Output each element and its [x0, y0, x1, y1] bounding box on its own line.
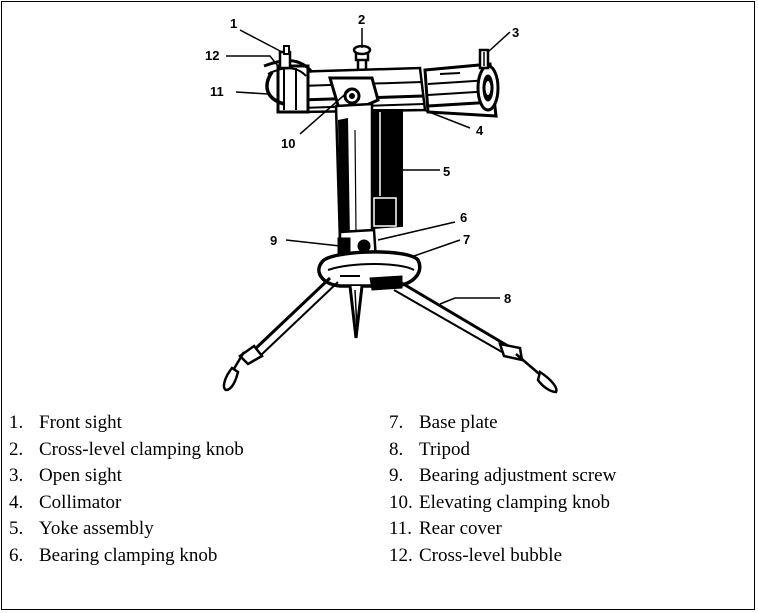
legend-label: Tripod — [419, 438, 471, 460]
yoke-assembly — [334, 102, 403, 264]
legend-column-right: 7. Base plate 8. Tripod 9. Bearing adjustme… — [389, 410, 749, 569]
legend-item-5: 5. Yoke assembly — [9, 516, 389, 543]
collimator-tube — [288, 62, 500, 118]
legend-number: 4. — [9, 491, 24, 513]
legend-item-2: 2. Cross-level clamping knob — [9, 437, 389, 464]
front-sight — [278, 45, 292, 70]
legend-number: 2. — [9, 438, 24, 460]
callout-2: 2 — [358, 12, 365, 27]
legend-number: 1. — [9, 412, 24, 433]
legend-label: Cross-level bubble — [419, 544, 563, 566]
legend-item-9: 9. Bearing adjustment screw — [389, 463, 749, 490]
callout-8: 8 — [504, 291, 511, 306]
tripod — [222, 276, 558, 394]
legend-label: Yoke assembly — [39, 518, 154, 539]
callout-12: 12 — [205, 48, 219, 63]
legend-item-12: 12. Cross-level bubble — [389, 543, 749, 570]
legend-label: Bearing clamping knob — [39, 544, 218, 566]
legend-number: 10. — [389, 491, 413, 513]
legend-number: 6. — [9, 544, 24, 566]
legend-item-10: 10. Elevating clamping knob — [389, 490, 749, 517]
legend-label: Base plate — [419, 412, 498, 433]
legend-item-4: 4. Collimator — [9, 490, 389, 517]
callout-9: 9 — [270, 233, 277, 248]
legend-item-3: 3. Open sight — [9, 463, 389, 490]
leader-lines — [226, 28, 511, 305]
open-sight — [478, 48, 490, 70]
callout-7: 7 — [463, 232, 470, 247]
legend-label: Elevating clamping knob — [419, 491, 611, 513]
rear-section — [263, 59, 314, 114]
legend-item-1: 1. Front sight — [9, 410, 389, 437]
collimator-illustration: 1 2 3 4 5 6 7 8 9 10 11 12 — [205, 12, 558, 394]
legend-label: Bearing adjustment screw — [419, 465, 617, 486]
legend-number: 12. — [389, 544, 413, 566]
legend-label: Cross-level clamping knob — [39, 438, 244, 460]
legend-label: Rear cover — [419, 518, 502, 539]
callout-5: 5 — [443, 164, 450, 179]
callout-11: 11 — [210, 84, 224, 99]
callout-3: 3 — [512, 25, 519, 40]
legend-number: 8. — [389, 438, 404, 460]
legend-number: 3. — [9, 465, 24, 486]
legend-number: 9. — [389, 465, 404, 486]
legend-number: 11. — [389, 518, 413, 539]
base-plate — [317, 250, 422, 291]
callout-1: 1 — [230, 16, 237, 31]
callout-4: 4 — [476, 123, 484, 138]
legend-label: Front sight — [39, 412, 122, 433]
legend-label: Collimator — [39, 491, 122, 513]
legend-number: 5. — [9, 518, 24, 539]
callout-10: 10 — [281, 136, 295, 151]
cross-level-clamping-knob — [352, 44, 372, 70]
legend-item-11: 11. Rear cover — [389, 516, 749, 543]
legend-item-6: 6. Bearing clamping knob — [9, 543, 389, 570]
legend-number: 7. — [389, 412, 404, 433]
legend-column-left: 1. Front sight 2. Cross-level clamping kno… — [9, 410, 389, 569]
legend-label: Open sight — [39, 465, 122, 486]
parts-legend: 1. Front sight 2. Cross-level clamping kno… — [9, 410, 749, 569]
legend-item-8: 8. Tripod — [389, 437, 749, 464]
callout-6: 6 — [460, 210, 467, 225]
legend-item-7: 7. Base plate — [389, 410, 749, 437]
